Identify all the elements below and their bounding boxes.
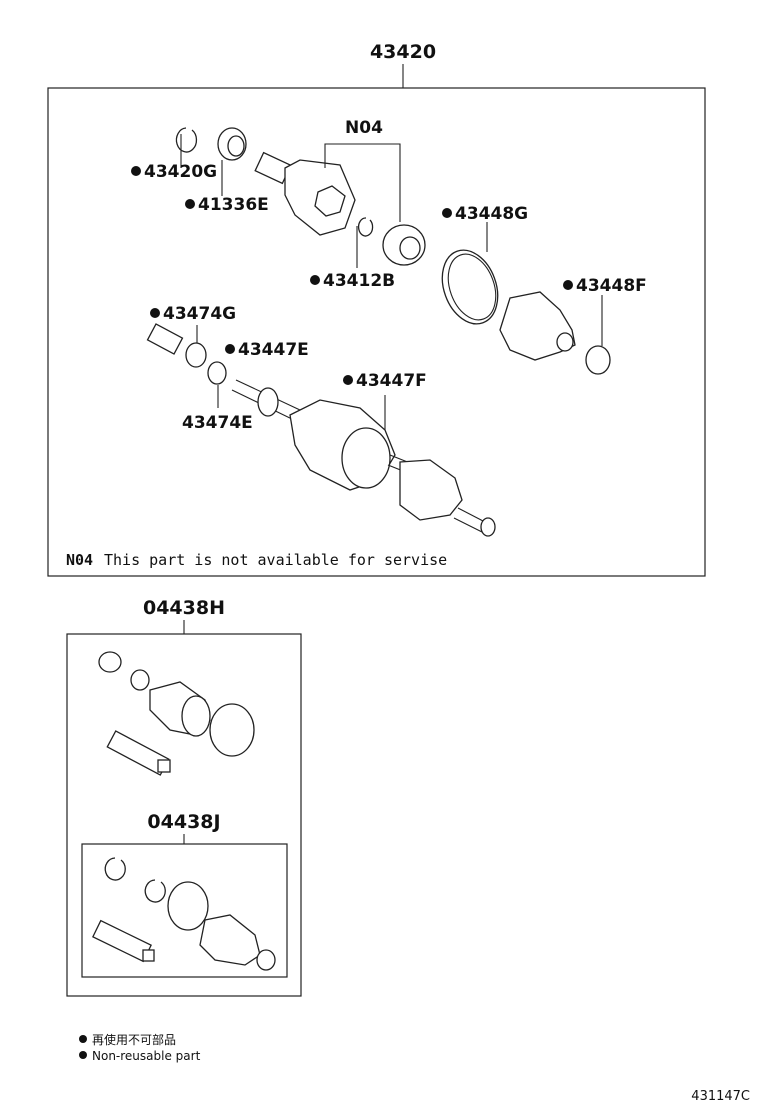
label-43474e: 43474E xyxy=(182,413,253,433)
non-reusable-dot xyxy=(310,275,320,285)
non-reusable-dot xyxy=(79,1051,87,1059)
legend-japanese: 再使用不可部品 xyxy=(92,1032,176,1047)
non-reusable-dot xyxy=(79,1035,87,1043)
drive-shaft-assembly xyxy=(146,323,496,537)
non-reusable-dot xyxy=(225,344,235,354)
figure-reference: 431147C xyxy=(691,1089,750,1104)
label-43447f: 43447F xyxy=(356,371,427,391)
non-reusable-dot xyxy=(131,166,141,176)
label-43474g: 43474G xyxy=(163,304,236,324)
assembly-title: 43420 xyxy=(370,41,436,63)
kit-j-parts xyxy=(92,857,276,971)
non-reusable-dot xyxy=(185,199,195,209)
kit-h-frame xyxy=(66,633,302,997)
label-43447e: 43447E xyxy=(238,340,309,360)
label-n04: N04 xyxy=(345,118,383,138)
label-41336e: 41336E xyxy=(198,195,269,215)
outer-boot xyxy=(499,291,576,361)
ring-41336e xyxy=(217,127,247,196)
non-reusable-dot xyxy=(563,280,573,290)
label-43448g: 43448G xyxy=(455,204,528,224)
kit-h-title: 04438H xyxy=(143,597,225,619)
non-reusable-dot xyxy=(150,308,160,318)
note-code: N04 xyxy=(66,551,93,569)
kit-h-parts xyxy=(98,651,255,776)
clip-43412b xyxy=(356,217,374,268)
non-reusable-dot xyxy=(343,375,353,385)
legend-english: Non-reusable part xyxy=(92,1049,201,1063)
non-reusable-dot xyxy=(442,208,452,218)
boot-clamp-43448f xyxy=(585,295,611,375)
assembly-frame xyxy=(47,87,706,577)
outer-cv-joint xyxy=(254,151,356,236)
boot-band-43448g xyxy=(441,222,499,325)
label-43412b: 43412B xyxy=(323,271,395,291)
kit-j-frame xyxy=(81,843,288,978)
inner-race xyxy=(382,224,426,266)
label-43420g: 43420G xyxy=(144,162,217,182)
note-text: This part is not available for servise xyxy=(104,551,447,569)
snap-ring-43420g xyxy=(175,127,198,168)
kit-j-title: 04438J xyxy=(147,811,220,833)
label-43448f: 43448F xyxy=(576,276,647,296)
